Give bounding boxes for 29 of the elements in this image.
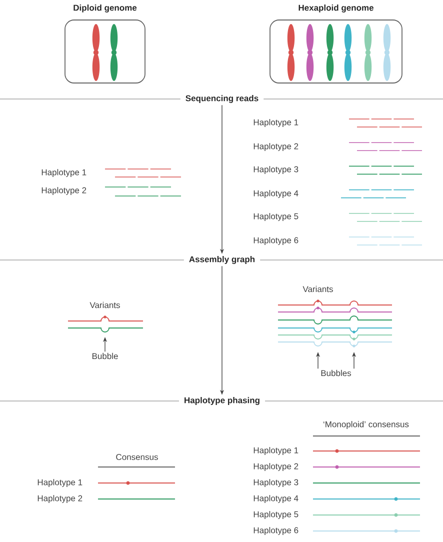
- haplotype-label: Haplotype 1: [254, 119, 298, 127]
- haplotype-label: Haplotype 6: [254, 237, 298, 245]
- section-heading: Assembly graph: [184, 254, 260, 266]
- label: Variants: [302, 286, 333, 292]
- haplotype-label: Haplotype 3: [254, 479, 298, 487]
- haplotype-label: Haplotype 1: [254, 447, 298, 455]
- haplotype-label: Haplotype 4: [254, 495, 298, 503]
- haplotype-label: Haplotype 5: [254, 213, 298, 221]
- haplotype-label: Haplotype 3: [254, 166, 298, 174]
- haplotype-label: Haplotype 5: [254, 511, 298, 519]
- node-label: Diploid genome: [74, 4, 137, 12]
- haplotype-label: Haplotype 2: [38, 495, 82, 503]
- bubble-label: Bubble: [92, 352, 118, 360]
- bubble-label: Bubbles: [321, 370, 352, 376]
- haplotype-label: Haplotype 4: [254, 190, 298, 198]
- label: Consensus: [116, 454, 158, 460]
- haplotype-label: Haplotype 6: [254, 527, 298, 535]
- label: Variants: [90, 302, 120, 308]
- section-heading: Haplotype phasing: [178, 395, 266, 407]
- label: ‘Monoploid’ consensus: [324, 421, 409, 429]
- haplotype-label: Haplotype 1: [42, 169, 86, 177]
- genome-box: Diploid genome: [64, 4, 146, 84]
- genome-box: Hexaploid genome: [270, 4, 402, 84]
- haplotype-label: Haplotype 2: [254, 143, 298, 151]
- haplotype-label: Haplotype 2: [42, 187, 86, 195]
- haplotype-label: Haplotype 1: [38, 479, 82, 487]
- section-heading: Sequencing reads: [180, 93, 264, 105]
- node-label: Hexaploid genome: [298, 4, 374, 12]
- haplotype-label: Haplotype 2: [254, 463, 298, 471]
